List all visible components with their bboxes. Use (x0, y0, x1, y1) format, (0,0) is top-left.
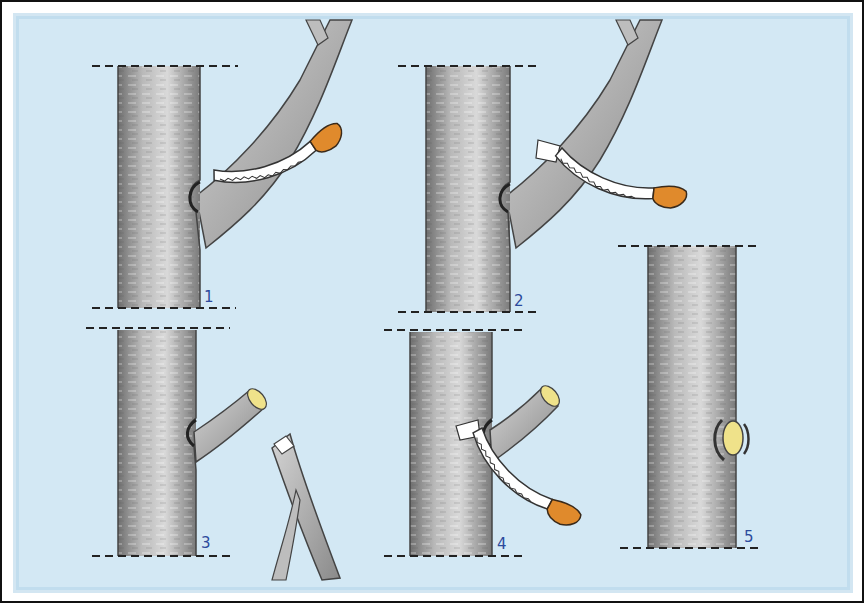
callout-number: 5 (744, 530, 754, 545)
callout-number: 4 (497, 537, 507, 552)
callout-number: 3 (201, 536, 211, 551)
callout-number: 2 (514, 294, 524, 309)
callout-number: 1 (204, 290, 214, 305)
